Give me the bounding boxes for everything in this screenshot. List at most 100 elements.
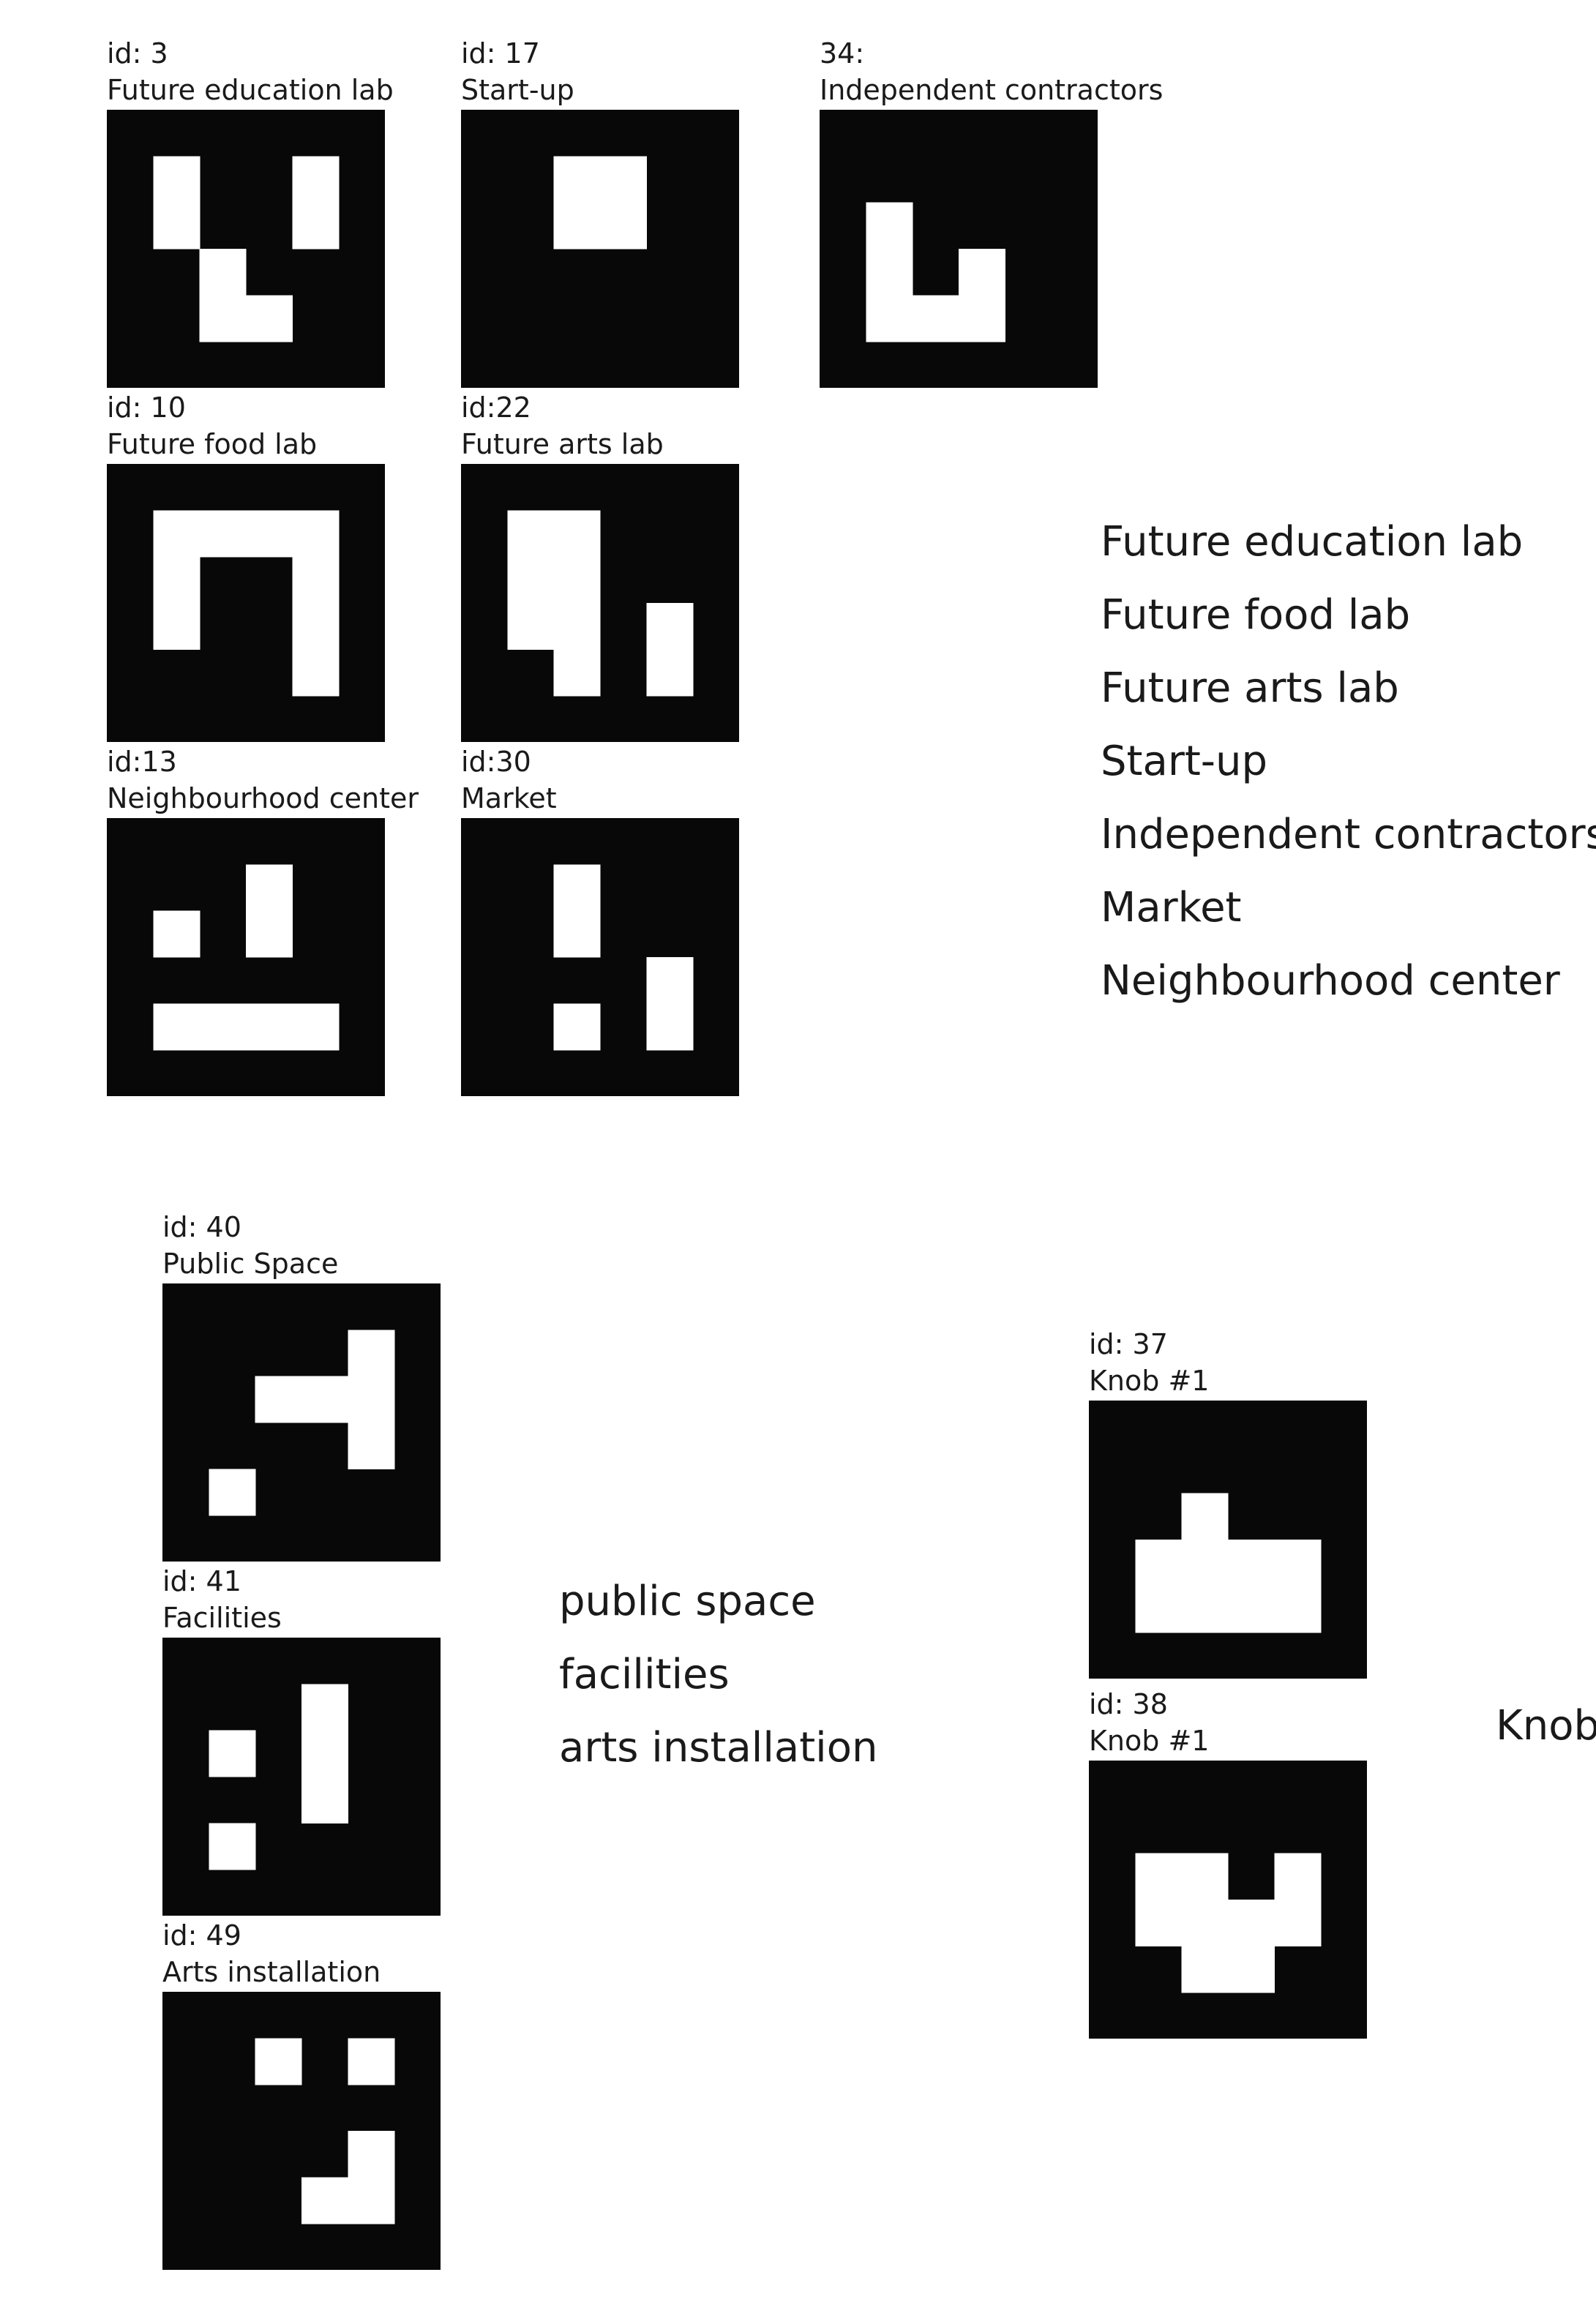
marker-cell: [292, 202, 340, 250]
marker-cell: [199, 295, 247, 342]
marker-cell: [246, 910, 293, 958]
marker-cell: [246, 1003, 293, 1051]
marker-cell: [1135, 1540, 1183, 1586]
marker-id-label: id:13: [107, 746, 177, 778]
marker-cell: [255, 1376, 302, 1423]
marker-card-49: id: 49 Arts installation: [162, 1917, 441, 2270]
marker-cell: [255, 2038, 302, 2085]
marker-card-17: id: 17 Start-up: [461, 35, 739, 388]
marker-id-label: id: 49: [162, 1919, 241, 1952]
marker-cell: [153, 202, 201, 250]
marker-cell: [348, 1330, 395, 1377]
marker-name-label: Future education lab: [107, 74, 394, 106]
marker-cell: [199, 510, 247, 558]
marker-cell: [646, 957, 694, 1004]
marker-cell: [959, 249, 1005, 296]
marker-cell: [1274, 1540, 1322, 1586]
marker-cell: [209, 1469, 256, 1516]
marker-cell: [553, 1003, 601, 1051]
marker-id-label: id: 37: [1089, 1328, 1168, 1360]
marker-name-label: Knob #1: [1089, 1725, 1210, 1757]
marker-cell: [301, 1376, 348, 1423]
marker-card-38: id: 38 Knob #1: [1089, 1686, 1367, 2039]
marker-cell: [153, 603, 201, 650]
marker-card-37: id: 37 Knob #1: [1089, 1326, 1367, 1679]
legend-item: facilities: [559, 1651, 730, 1698]
legend-item: Future arts lab: [1101, 664, 1399, 712]
marker-cell: [646, 1003, 694, 1051]
marker-id-label: id: 38: [1089, 1688, 1168, 1720]
marker-cell: [246, 510, 293, 558]
marker-cell: [553, 910, 601, 958]
marker-cell: [1135, 1853, 1183, 1900]
marker-cell: [301, 1730, 348, 1777]
marker-cell: [1274, 1853, 1322, 1900]
marker-id-label: id: 3: [107, 37, 168, 70]
marker-card-10: id: 10 Future food lab: [107, 389, 385, 742]
marker-id-label: id: 17: [461, 37, 540, 70]
marker-cell: [553, 156, 601, 203]
marker-name-label: Arts installation: [162, 1956, 381, 1988]
marker-cell: [153, 556, 201, 604]
legend-item: Start-up: [1101, 738, 1268, 785]
aruco-marker: [1089, 1401, 1367, 1679]
marker-cell: [866, 202, 913, 250]
aruco-marker: [461, 464, 739, 742]
marker-id-label: id: 10: [107, 391, 186, 424]
marker-card-30: id:30 Market: [461, 743, 739, 1096]
marker-cell: [292, 1003, 340, 1051]
marker-cell: [553, 510, 601, 558]
marker-cell: [1135, 1900, 1183, 1946]
marker-cell: [153, 156, 201, 203]
aruco-marker: [461, 818, 739, 1096]
legend-item: arts installation: [559, 1724, 878, 1772]
marker-name-label: Knob #1: [1089, 1365, 1210, 1397]
marker-cell: [348, 2038, 395, 2085]
aruco-marker: [1089, 1761, 1367, 2039]
aruco-marker: [107, 110, 385, 388]
marker-cell: [1274, 1900, 1322, 1946]
legend-item: public space: [559, 1578, 816, 1625]
marker-cell: [292, 510, 340, 558]
marker-id-label: id: 40: [162, 1211, 241, 1243]
marker-cell: [1274, 1586, 1322, 1633]
marker-cell: [292, 556, 340, 604]
marker-name-label: Independent contractors: [820, 74, 1164, 106]
aruco-marker: [107, 464, 385, 742]
marker-cell: [199, 249, 247, 296]
marker-cell: [292, 649, 340, 697]
marker-id-label: 34:: [820, 37, 865, 70]
marker-cell: [1181, 1540, 1229, 1586]
marker-cell: [1181, 1853, 1229, 1900]
marker-cell: [507, 603, 555, 650]
marker-cell: [301, 1777, 348, 1823]
legend-item: Independent contractors: [1101, 811, 1596, 858]
aruco-marker: [107, 818, 385, 1096]
marker-card-22: id:22 Future arts lab: [461, 389, 739, 742]
marker-cell: [912, 295, 959, 342]
marker-cell: [1181, 1946, 1229, 1993]
marker-cell: [600, 202, 647, 250]
marker-card-3: id: 3 Future education lab: [107, 35, 394, 388]
marker-cell: [1228, 1586, 1275, 1633]
marker-cell: [199, 1003, 247, 1051]
marker-cell: [553, 649, 601, 697]
marker-name-label: Facilities: [162, 1602, 282, 1634]
aruco-marker: [461, 110, 739, 388]
marker-cell: [301, 2177, 348, 2224]
marker-cell: [600, 156, 647, 203]
marker-cell: [1228, 1946, 1275, 1993]
marker-cell: [1228, 1540, 1275, 1586]
legend-item: Neighbourhood center: [1101, 957, 1560, 1005]
marker-card-34: 34: Independent contractors: [820, 35, 1163, 388]
marker-cell: [301, 1684, 348, 1731]
marker-cell: [348, 1422, 395, 1469]
marker-cell: [507, 556, 555, 604]
marker-id-label: id:22: [461, 391, 531, 424]
marker-cell: [553, 864, 601, 912]
aruco-marker: [162, 1992, 441, 2270]
marker-card-40: id: 40 Public Space: [162, 1209, 441, 1562]
marker-cell: [209, 1730, 256, 1777]
legend-item: Future education lab: [1101, 518, 1524, 566]
marker-cell: [1181, 1900, 1229, 1946]
